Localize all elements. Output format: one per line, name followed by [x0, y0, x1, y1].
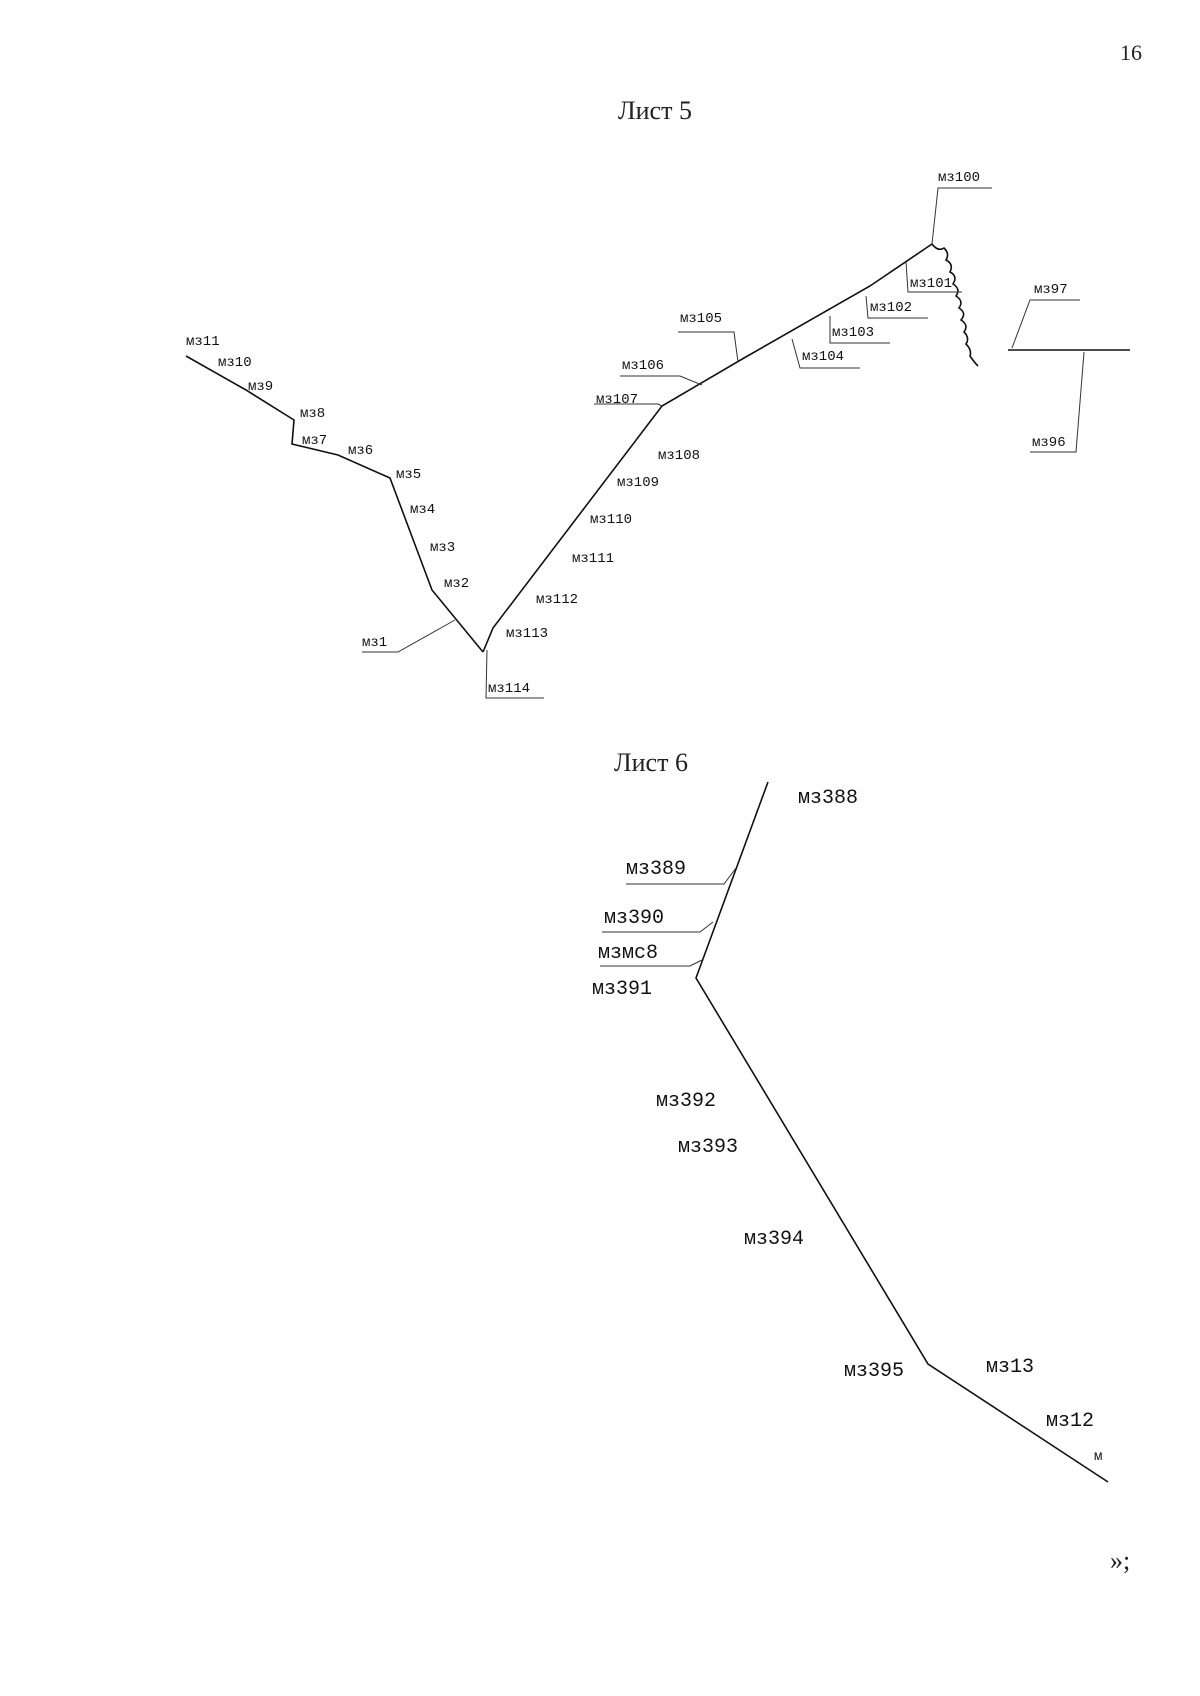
- leader-mz100: [931, 187, 992, 245]
- sheet-5-boundary-line-left: [185, 355, 484, 653]
- label-mz96: мз96: [1032, 435, 1066, 451]
- label-mz11: мз11: [186, 334, 220, 350]
- label-mz6: мз6: [348, 443, 373, 459]
- label-mz100: мз100: [938, 170, 980, 186]
- label-mz4: мз4: [410, 502, 435, 518]
- sheet-5-wavy-boundary: [931, 243, 979, 367]
- label-mz13: мз13: [986, 1356, 1034, 1379]
- leader-mz106: [620, 375, 703, 386]
- sheet-6-diagram: мз388 мз389 мз390 мзмс8 мз391 мз392 мз39…: [592, 781, 1109, 1483]
- leader-mz107: [594, 403, 663, 407]
- label-mz12: мз12: [1046, 1410, 1094, 1433]
- sheet-6-boundary-line: [695, 781, 1109, 1483]
- label-mzmc8: мзмс8: [598, 942, 658, 965]
- leader-mz96: [1030, 351, 1085, 453]
- label-mz391: мз391: [592, 978, 652, 1001]
- label-mz8: мз8: [300, 406, 325, 422]
- label-mz3: мз3: [430, 540, 455, 556]
- label-mz388: мз388: [798, 787, 858, 810]
- leader-mz389: [626, 867, 737, 885]
- page-number: 16: [1120, 40, 1142, 65]
- leader-mz114: [485, 649, 544, 699]
- leader-mz101: [905, 261, 962, 293]
- closing-quote-mark: »;: [1110, 1546, 1131, 1575]
- label-mz113: мз113: [506, 626, 548, 642]
- leader-mz97: [1011, 299, 1080, 349]
- leader-mz105: [678, 331, 739, 363]
- label-mz108: мз108: [658, 448, 700, 464]
- leader-mz102: [865, 295, 928, 319]
- label-mz389: мз389: [626, 858, 686, 881]
- label-mz5: мз5: [396, 467, 421, 483]
- leader-mz103: [829, 316, 890, 344]
- leader-mz390: [602, 921, 714, 933]
- label-mz395: мз395: [844, 1360, 904, 1383]
- label-m: м: [1094, 1449, 1102, 1465]
- sheet-6-title: Лист 6: [614, 748, 688, 777]
- label-mz104: мз104: [802, 349, 844, 365]
- label-mz110: мз110: [590, 512, 632, 528]
- label-mz393: мз393: [678, 1136, 738, 1159]
- label-mz394: мз394: [744, 1228, 804, 1251]
- label-mz112: мз112: [536, 592, 578, 608]
- label-mz10: мз10: [218, 355, 252, 371]
- label-mz109: мз109: [617, 475, 659, 491]
- label-mz107: мз107: [596, 392, 638, 408]
- leader-mzmc8: [600, 959, 703, 967]
- label-mz2: мз2: [444, 576, 469, 592]
- leader-mz1: [362, 619, 456, 653]
- label-mz103: мз103: [832, 325, 874, 341]
- sheet-5-title: Лист 5: [618, 96, 692, 125]
- label-mz392: мз392: [656, 1090, 716, 1113]
- sheet-5-boundary-line-main: [482, 243, 933, 653]
- label-mz7: мз7: [302, 433, 327, 449]
- label-mz105: мз105: [680, 311, 722, 327]
- label-mz111: мз111: [572, 551, 614, 567]
- label-mz102: мз102: [870, 300, 912, 316]
- label-mz101: мз101: [910, 276, 952, 292]
- label-mz390: мз390: [604, 907, 664, 930]
- label-mz1: мз1: [362, 635, 387, 651]
- sheet-5-diagram: мз11 мз10 мз9 мз8 мз7 мз6 мз5 мз4 мз3 мз…: [185, 170, 1130, 699]
- label-mz114: мз114: [488, 681, 530, 697]
- leader-mz104: [791, 338, 860, 369]
- label-mz9: мз9: [248, 379, 273, 395]
- label-mz97: мз97: [1034, 282, 1068, 298]
- label-mz106: мз106: [622, 358, 664, 374]
